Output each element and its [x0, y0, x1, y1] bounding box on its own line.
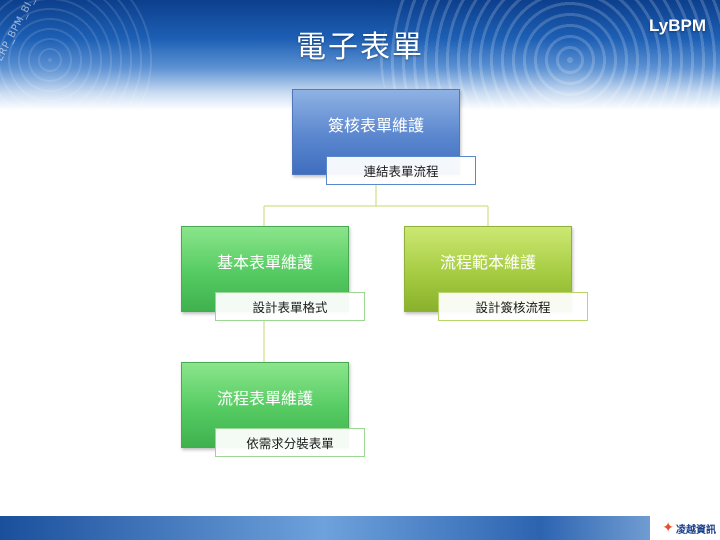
- header-banner: ERP_BPM_BI_Flow 電子表單 LyBPM: [0, 0, 720, 110]
- node-label: 流程範本維護: [439, 253, 536, 272]
- node-label: 簽核表單維護: [327, 116, 424, 135]
- company-logo: ✦ 凌越資訊: [650, 516, 720, 540]
- logo-mark-icon: ✦: [662, 520, 674, 536]
- brand-logo: LyBPM: [649, 16, 706, 35]
- node-sub-design-approval-flow: 設計簽核流程: [438, 292, 588, 321]
- node-sub-link-form-flow: 連結表單流程: [326, 156, 476, 185]
- node-label: 流程表單維護: [216, 389, 313, 408]
- footer-band: [0, 516, 720, 540]
- company-logo-text: 凌越資訊: [676, 524, 716, 536]
- page-title: 電子表單: [296, 30, 424, 65]
- node-label: 基本表單維護: [216, 253, 313, 272]
- node-sub-design-form-format: 設計表單格式: [215, 292, 365, 321]
- node-sub-split-forms-by-need: 依需求分裝表單: [215, 428, 365, 457]
